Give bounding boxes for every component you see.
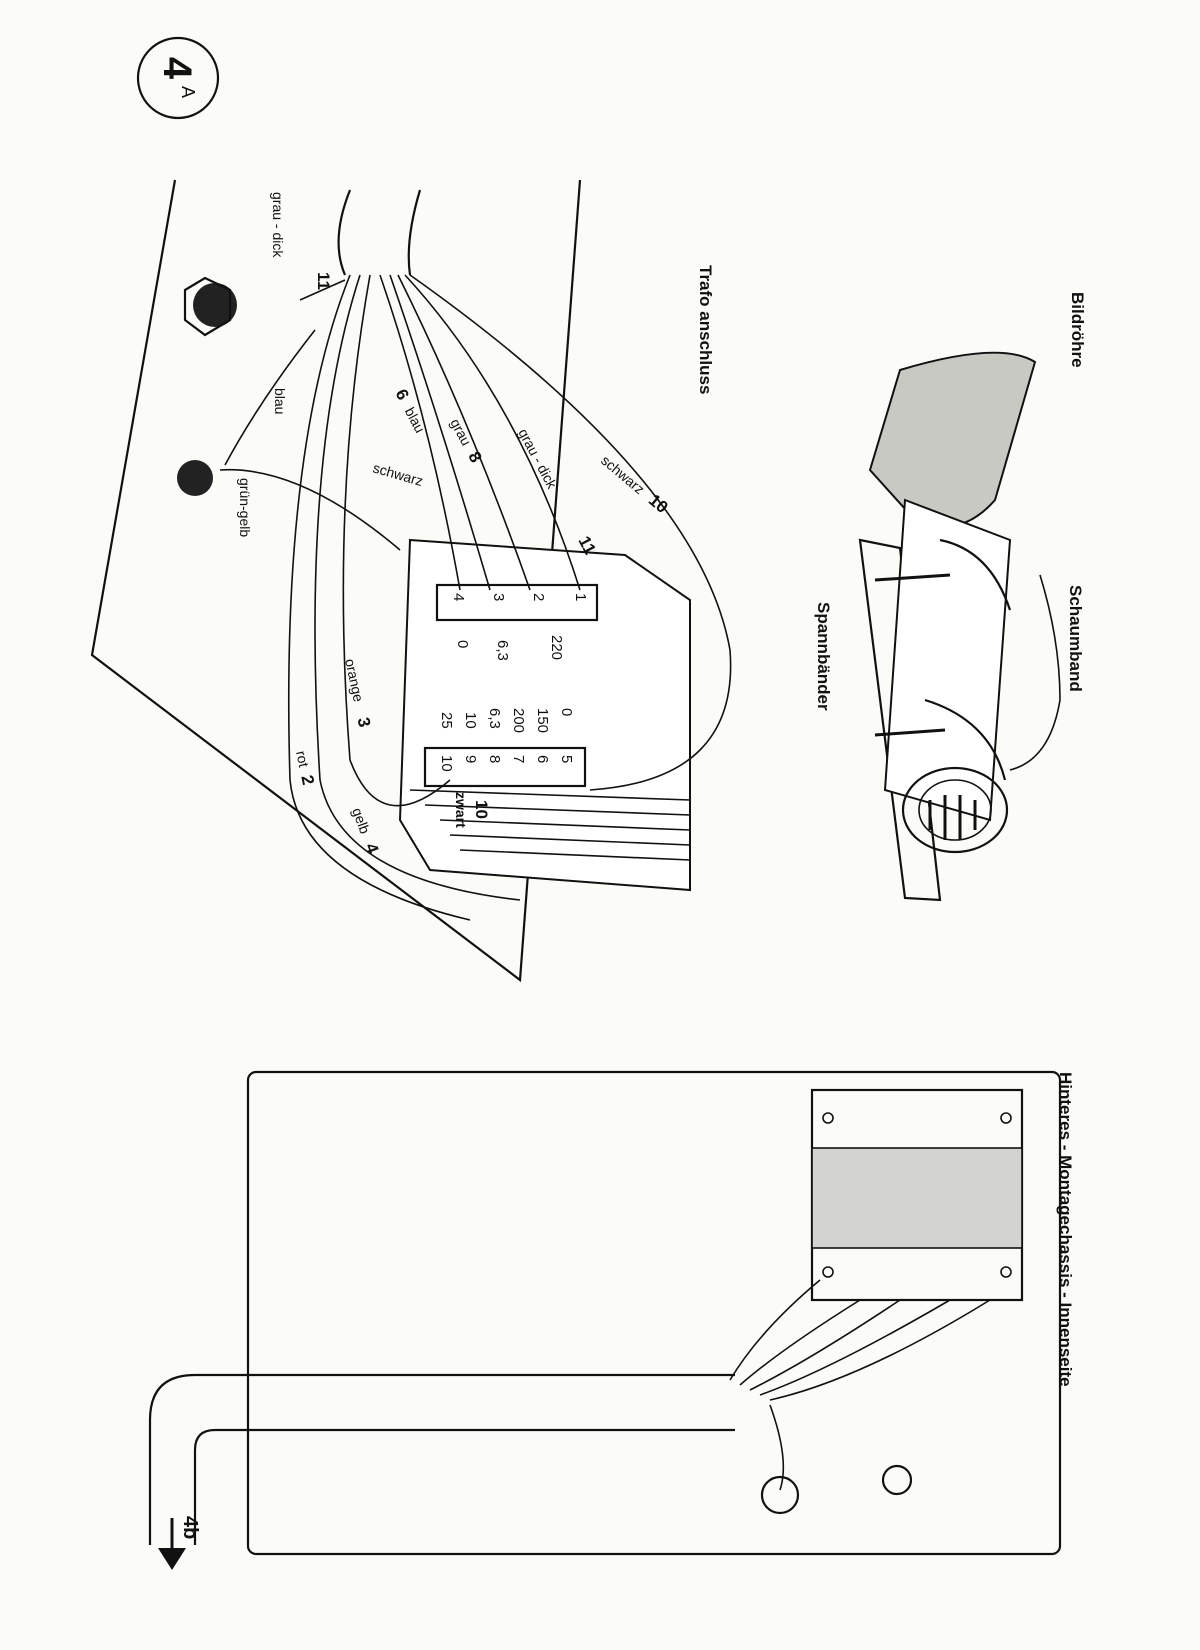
secondary-value-10: 10 bbox=[462, 712, 479, 729]
picture-tube-illustration bbox=[858, 351, 1061, 902]
label-6: 6 bbox=[391, 386, 412, 403]
page-number-badge: 4 A bbox=[136, 36, 220, 120]
label-10-bottom: 10 bbox=[472, 800, 491, 819]
primary-value-0: 0 bbox=[454, 640, 471, 648]
secondary-value-0: 0 bbox=[558, 708, 575, 716]
label-rot: rot bbox=[293, 749, 312, 768]
secondary-terminal-5: 5 bbox=[558, 755, 575, 763]
caption-schaumband: Schaumband bbox=[1066, 585, 1085, 692]
primary-value-6-3: 6,3 bbox=[494, 640, 511, 661]
label-schwarz-mid: schwarz bbox=[371, 460, 425, 490]
label-2: 2 bbox=[297, 773, 318, 786]
secondary-terminal-8: 8 bbox=[486, 755, 503, 763]
label-grau-dick-top: grau - dick bbox=[270, 192, 286, 258]
secondary-terminal-9: 9 bbox=[462, 755, 479, 763]
label-blau-left: blau bbox=[272, 388, 288, 414]
caption-spannbaender: Spannbänder bbox=[814, 602, 833, 711]
label-schwarz-10: schwarz bbox=[598, 452, 648, 497]
secondary-terminal-10: 10 bbox=[438, 755, 455, 772]
primary-value-220: 220 bbox=[548, 635, 565, 660]
page-number-suffix: A bbox=[178, 86, 198, 98]
secondary-value-6-3: 6,3 bbox=[486, 708, 503, 729]
primary-terminal-1: 1 bbox=[572, 593, 589, 601]
primary-terminal-2: 2 bbox=[530, 593, 547, 601]
caption-bildroehre: Bildröhre bbox=[1068, 292, 1087, 368]
transformer-wiring-illustration bbox=[90, 179, 732, 983]
label-11-top: 11 bbox=[314, 272, 333, 290]
label-gruen-gelb: grün-gelb bbox=[237, 478, 253, 537]
secondary-value-150: 150 bbox=[534, 708, 551, 733]
secondary-value-25: 25 bbox=[438, 712, 455, 729]
primary-terminal-3: 3 bbox=[490, 593, 507, 601]
caption-trafo-anschluss: Trafo anschluss bbox=[696, 265, 715, 394]
secondary-terminal-7: 7 bbox=[510, 755, 527, 763]
secondary-value-200: 200 bbox=[510, 708, 527, 733]
primary-terminal-4: 4 bbox=[450, 593, 467, 601]
page-number: 4 bbox=[155, 57, 199, 80]
caption-hinteres-montagechassis: Hinteres - Montagechassis - Innenseite bbox=[1056, 1072, 1075, 1387]
secondary-terminal-6: 6 bbox=[534, 755, 551, 763]
label-3: 3 bbox=[354, 716, 375, 729]
label-grau-8: grau bbox=[447, 416, 474, 448]
label-zwart: zwart bbox=[453, 792, 469, 828]
label-gelb: gelb bbox=[349, 806, 373, 837]
label-grau-dick-11: grau - dick bbox=[515, 426, 560, 492]
continue-reference: 4b bbox=[179, 1516, 201, 1539]
label-blau-6: blau bbox=[402, 405, 429, 436]
rear-chassis-illustration bbox=[148, 1070, 1062, 1570]
